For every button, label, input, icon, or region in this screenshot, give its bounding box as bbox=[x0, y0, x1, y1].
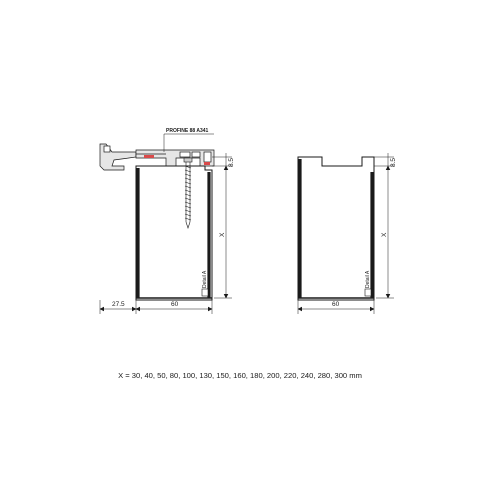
detail-notch-right bbox=[364, 288, 372, 297]
extension-profile-left bbox=[135, 165, 213, 301]
left-profile-assembly: PROFINE 88 A341 8.5 X Detail A 27.5 60 bbox=[99, 128, 235, 314]
extension-profile-right bbox=[297, 156, 375, 301]
callout-label: PROFINE 88 A341 bbox=[166, 128, 209, 134]
dim-bottom-right bbox=[297, 300, 375, 314]
dim-top-label-left: 8.5 bbox=[228, 158, 235, 167]
gasket-left bbox=[144, 155, 154, 158]
detail-label-right: Detail A bbox=[365, 270, 371, 288]
dim-width-label-right: 60 bbox=[332, 301, 340, 308]
detail-label-left: Detail A bbox=[202, 270, 208, 288]
dim-bottom-left bbox=[99, 300, 213, 314]
dim-height-label-left: X bbox=[219, 232, 226, 237]
right-profile-assembly: 8.5 X Detail A 60 bbox=[297, 153, 397, 314]
detail-notch-left bbox=[201, 288, 209, 297]
window-frame-profile bbox=[99, 143, 215, 171]
sizes-caption: X = 30, 40, 50, 80, 100, 130, 150, 160, … bbox=[118, 371, 362, 380]
dim-width-label-left: 60 bbox=[171, 301, 179, 308]
dim-top-label-right: 8.5 bbox=[390, 158, 397, 167]
screw bbox=[183, 157, 193, 229]
dim-height-right bbox=[376, 165, 394, 299]
dim-offset-label: 27.5 bbox=[112, 301, 125, 308]
dim-height-left bbox=[214, 165, 232, 299]
gasket-right bbox=[204, 162, 210, 165]
dim-height-label-right: X bbox=[381, 232, 388, 237]
